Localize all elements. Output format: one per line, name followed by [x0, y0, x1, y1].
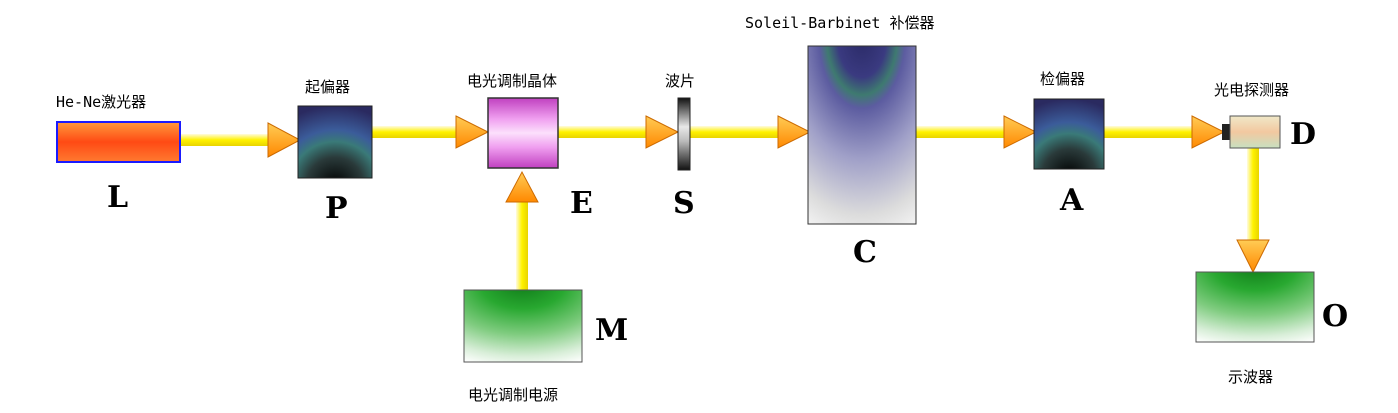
analyzer: 检偏器 A: [1033, 70, 1105, 218]
laser-symbol: L: [107, 180, 128, 215]
modulator-block: [463, 289, 583, 363]
waveplate-symbol: S: [673, 186, 695, 221]
arrow-head-right: [645, 115, 680, 149]
arrow-head-right: [1003, 115, 1038, 149]
beam-polarizer-to-crystal: [372, 126, 460, 138]
beam-modulator-to-crystal: [516, 198, 528, 290]
detector-name: 光电探测器: [1214, 81, 1289, 99]
compensator-symbol: C: [853, 235, 877, 270]
oscilloscope: 示波器 O: [1195, 271, 1348, 386]
waveplate-name: 波片: [665, 72, 695, 90]
waveplate-plate: [677, 97, 691, 171]
beam-waveplate-to-compensator: [690, 126, 782, 138]
laser-tube: [56, 121, 181, 163]
eo-crystal-block: [487, 97, 559, 169]
modulator-power: 电光调制电源 M: [463, 289, 628, 404]
beam-laser-to-polarizer: [180, 134, 272, 146]
beam-analyzer-to-detector: [1104, 126, 1196, 138]
laser: He-Ne激光器 L: [56, 93, 181, 215]
detector: 光电探测器 D: [1214, 81, 1316, 152]
compensator: Soleil-Barbinet 补偿器 C: [745, 14, 935, 270]
analyzer-name: 检偏器: [1040, 70, 1085, 88]
oscilloscope-name: 示波器: [1228, 368, 1273, 386]
arrow-head-right: [267, 122, 302, 158]
oscilloscope-symbol: O: [1322, 299, 1348, 334]
arrow-heads: [267, 115, 1270, 274]
arrow-head-right: [455, 115, 490, 149]
eo-crystal: 电光调制晶体 E: [467, 72, 593, 221]
oscilloscope-block: [1195, 271, 1315, 343]
polarizer-name: 起偏器: [305, 78, 350, 96]
polarizer-block: [297, 105, 373, 179]
compensator-name: Soleil-Barbinet 补偿器: [745, 14, 935, 32]
arrow-head-down: [1236, 239, 1270, 274]
detector-window: [1222, 124, 1230, 140]
polarizer-symbol: P: [325, 191, 348, 226]
detector-body: [1229, 115, 1281, 149]
analyzer-block: [1033, 98, 1105, 170]
beam-compensator-to-analyzer: [916, 126, 1008, 138]
eo-crystal-name: 电光调制晶体: [467, 72, 557, 90]
analyzer-symbol: A: [1059, 183, 1084, 218]
polarizer: 起偏器 P: [297, 78, 373, 226]
arrow-head-up: [505, 170, 539, 203]
modulator-symbol: M: [595, 313, 628, 348]
arrow-head-right: [1191, 115, 1226, 149]
laser-name: He-Ne激光器: [56, 93, 146, 111]
eo-crystal-symbol: E: [570, 186, 593, 221]
beam-detector-to-oscilloscope: [1247, 148, 1259, 242]
compensator-block: [807, 45, 917, 225]
beam-segments: [180, 126, 1259, 290]
waveplate: 波片 S: [665, 72, 695, 221]
arrow-head-right: [777, 115, 812, 149]
detector-symbol: D: [1290, 117, 1316, 152]
beam-crystal-to-waveplate: [558, 126, 650, 138]
modulator-name: 电光调制电源: [468, 386, 558, 404]
